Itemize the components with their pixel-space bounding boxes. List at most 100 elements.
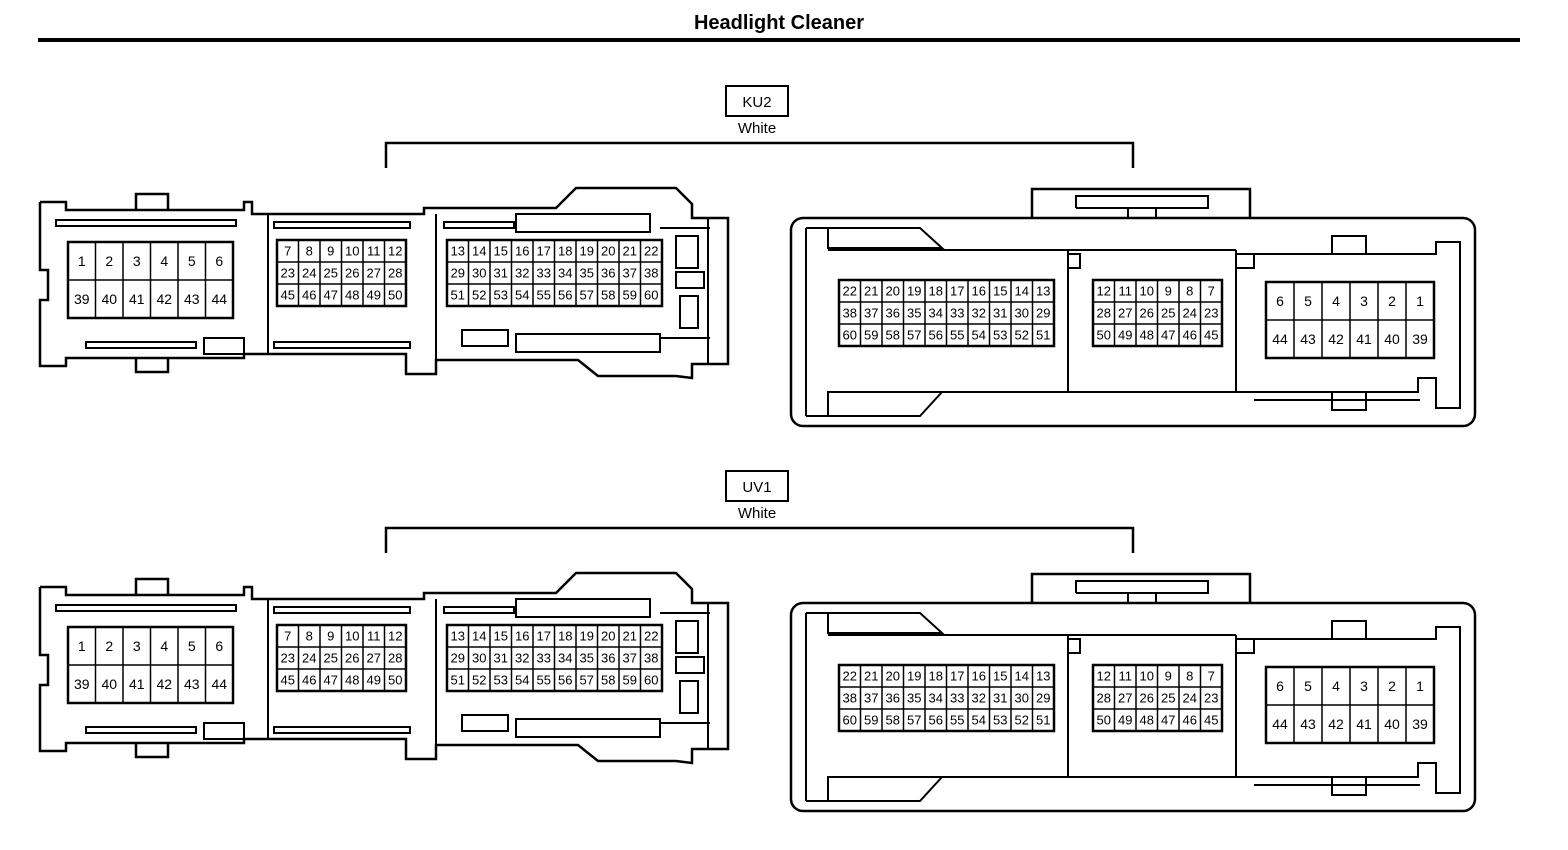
pin-number: 52 [1015,713,1029,728]
pin-number: 12 [1097,284,1111,299]
pin-number: 44 [211,676,227,692]
pin-number: 43 [1300,331,1316,347]
pin-number: 33 [950,691,964,706]
pin-number: 32 [972,691,986,706]
pin-number: 52 [472,673,486,688]
pin-number: 3 [133,253,141,269]
pin-number: 17 [537,629,551,644]
pin-number: 37 [623,266,637,281]
pin-number: 2 [1388,678,1396,694]
pin-number: 51 [451,288,465,303]
pin-number: 1 [78,638,86,654]
connector-body [789,216,1477,428]
rail [273,221,411,229]
pin-number: 41 [1356,716,1372,732]
pin-number: 57 [907,328,921,343]
pin-number: 39 [74,291,90,307]
pin-number: 38 [843,306,857,321]
pin-number: 18 [929,284,943,299]
lock-window [675,656,705,674]
pin-number: 57 [907,713,921,728]
latch-tab [1030,572,1252,603]
pin-number: 29 [1036,306,1050,321]
pin-number: 5 [188,638,196,654]
pin-number: 34 [558,266,572,281]
pin-number: 8 [306,244,313,259]
pin-number: 18 [558,244,572,259]
pin-number: 21 [623,244,637,259]
housing-notch [203,722,245,740]
pin-number: 45 [281,288,295,303]
pin-number: 46 [1183,328,1197,343]
pin-number: 31 [993,306,1007,321]
pin-number: 13 [1036,284,1050,299]
pin-number: 29 [1036,691,1050,706]
pin-number: 40 [1384,331,1400,347]
pin-number: 37 [623,651,637,666]
pin-number: 53 [993,328,1007,343]
rail [85,726,197,734]
pin-number: 51 [1036,713,1050,728]
pin-number: 47 [1161,713,1175,728]
pin-number: 18 [929,669,943,684]
pin-number: 33 [537,651,551,666]
pin-number: 30 [1015,306,1029,321]
pin-number: 56 [929,713,943,728]
pin-number: 27 [1118,691,1132,706]
pin-number: 47 [324,288,338,303]
pin-number: 34 [558,651,572,666]
pin-number: 2 [105,638,113,654]
pin-number: 11 [367,244,381,259]
pin-number: 52 [1015,328,1029,343]
pin-number: 39 [1412,331,1428,347]
pin-number: 10 [1140,669,1154,684]
pin-number: 30 [472,651,486,666]
lock-window [679,680,699,714]
pin-number: 56 [558,673,572,688]
housing-line [1236,626,1461,794]
pin-number: 51 [1036,328,1050,343]
pin-number: 38 [644,266,658,281]
pin-number: 32 [972,306,986,321]
pin-number: 9 [327,244,334,259]
pin-number: 32 [515,651,529,666]
pin-number: 6 [215,638,223,654]
page-title: Headlight Cleaner [693,12,865,34]
pin-number: 50 [1097,713,1111,728]
pin-number: 59 [623,673,637,688]
pin-number: 26 [345,266,359,281]
pin-number: 30 [472,266,486,281]
pin-number: 11 [1119,669,1133,684]
pin-number: 14 [472,629,486,644]
pin-number: 34 [929,306,943,321]
pin-number: 6 [1276,293,1284,309]
pin-number: 7 [1208,284,1215,299]
rail [85,341,197,349]
pin-number: 22 [843,669,857,684]
pin-number: 27 [367,266,381,281]
latch-tab [1331,620,1367,640]
pin-number: 45 [1204,713,1218,728]
pin-number: 9 [1165,669,1172,684]
latch-tab [134,577,170,595]
pin-number: 17 [950,284,964,299]
connector-body [38,186,730,380]
rail [515,333,661,353]
pin-number: 15 [494,244,508,259]
title-underline [38,38,1520,42]
rail [443,606,515,614]
rail [515,213,651,233]
pin-number: 54 [972,713,986,728]
pin-number: 13 [451,244,465,259]
pin-number: 45 [1204,328,1218,343]
pin-number: 34 [929,691,943,706]
pin-number: 60 [843,328,857,343]
pin-number: 41 [1356,331,1372,347]
pin-number: 23 [281,651,295,666]
pin-number: 21 [623,629,637,644]
pin-number: 26 [345,651,359,666]
rail [461,329,509,347]
connector-code: UV1 [742,479,771,496]
